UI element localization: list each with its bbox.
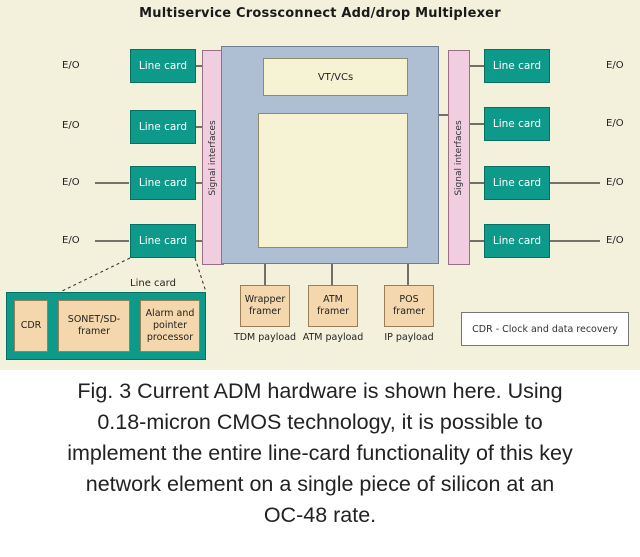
sonet-framer-block: SONET/SD-framer (58, 300, 130, 352)
left-line-card: Line card (130, 49, 196, 83)
right-line-card: Line card (484, 49, 550, 83)
caption-line: Fig. 3 Current ADM hardware is shown her… (77, 379, 563, 403)
right-port-label: E/O (606, 118, 624, 129)
alarm-pointer-block: Alarm and pointer processor (140, 300, 200, 352)
caption-line: implement the entire line-card functiona… (67, 441, 573, 465)
atm-payload-label: ATM payload (302, 332, 364, 343)
left-line-card: Line card (130, 224, 196, 258)
diagram-title: Multiservice Crossconnect Add/drop Multi… (139, 6, 501, 21)
legend-box: CDR - Clock and data recovery (461, 312, 629, 346)
cdr-block: CDR (14, 300, 48, 352)
right-line-card: Line card (484, 107, 550, 141)
caption-line: 0.18-micron CMOS technology, it is possi… (97, 410, 543, 434)
right-line-card: Line card (484, 166, 550, 200)
caption-line: network element on a single piece of sil… (85, 472, 555, 496)
tdm-payload-label: TDM payload (233, 332, 297, 343)
figure-caption: Fig. 3 Current ADM hardware is shown her… (0, 376, 640, 531)
signal-label: Signal interfaces (454, 119, 464, 196)
right-signal-interfaces: Signal interfaces (448, 50, 470, 265)
vt-vcs-box: VT/VCs (263, 58, 408, 96)
signal-label: Signal interfaces (208, 119, 218, 196)
right-port-label: E/O (606, 177, 624, 188)
cross-connect-box (258, 113, 408, 248)
pos-framer: POS framer (384, 285, 434, 327)
wrapper-framer: Wrapper framer (240, 285, 290, 327)
line-card-detail-caption: Line card (130, 278, 176, 289)
right-port-label: E/O (606, 60, 624, 71)
right-line-card: Line card (484, 224, 550, 258)
ip-payload-label: IP payload (384, 332, 434, 343)
left-line-card: Line card (130, 166, 196, 200)
left-port-label: E/O (62, 235, 80, 246)
right-port-label: E/O (606, 235, 624, 246)
atm-framer: ATM framer (308, 285, 358, 327)
left-line-card: Line card (130, 110, 196, 144)
caption-line: OC-48 rate. (263, 503, 377, 527)
left-port-label: E/O (62, 120, 80, 131)
left-port-label: E/O (62, 60, 80, 71)
left-port-label: E/O (62, 177, 80, 188)
